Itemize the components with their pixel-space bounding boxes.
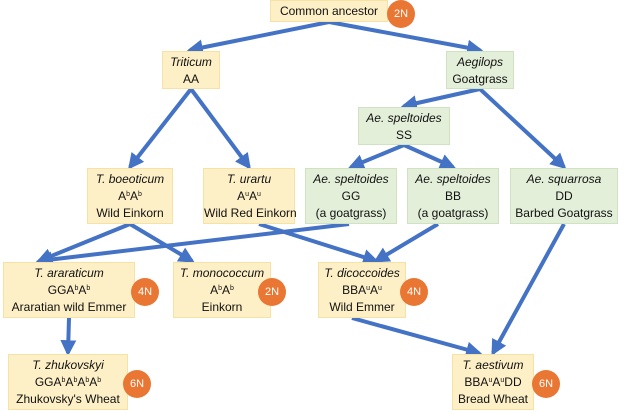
arrow-aegilops-to-squarrosa: [478, 87, 567, 170]
arrow-triticum-to-boeoticum: [128, 87, 193, 170]
ploidy-badge: 4N: [131, 278, 159, 306]
node-name: T. urartu: [226, 172, 272, 186]
ploidy-badge: 6N: [532, 370, 560, 398]
node-genome: AA: [182, 72, 199, 86]
node-name: Ae. squarrosa: [526, 172, 602, 186]
node-t-urartu: T. urartu AuAu Wild Red Einkorn: [203, 168, 297, 224]
node-name: T. dicoccoides: [324, 266, 400, 280]
arrow-triticum-to-urartu: [189, 87, 251, 170]
node-name: Ae. speltoides: [415, 172, 491, 186]
node-common-ancestor: Common ancestor: [270, 0, 388, 22]
node-common-name: Einkorn: [201, 300, 243, 314]
node-genome: GGAbAb: [47, 283, 91, 297]
node-name: Ae. speltoides: [313, 172, 389, 186]
node-common-name: Goatgrass: [452, 72, 508, 86]
ploidy-badge: 2N: [387, 0, 415, 28]
ploidy-badge: 6N: [123, 370, 151, 398]
node-genome: BBAuAu: [342, 283, 382, 297]
node-genome: BB: [444, 189, 461, 203]
node-ae-squarrosa: Ae. squarrosa DD Barbed Goatgrass: [510, 168, 618, 224]
node-t-araraticum: T. araraticum GGAbAb Araratian wild Emme…: [3, 262, 135, 318]
arrow-gg-to-araraticum: [35, 222, 350, 268]
node-genome: GGAbAbAbAb: [34, 375, 102, 389]
node-common-name: Barbed Goatgrass: [515, 206, 613, 220]
node-ae-speltoides-ss: Ae. speltoides SS: [358, 107, 450, 145]
arrow-araraticum-to-zhukovskyi: [60, 317, 77, 357]
node-common-name: Bread Wheat: [457, 392, 529, 406]
arrow-boeoticum-to-monococcum: [128, 222, 195, 263]
node-t-boeoticum: T. boeoticum AbAb Wild Einkorn: [87, 168, 173, 224]
node-common-name: Wild Red Einkorn: [204, 206, 297, 220]
node-t-zhukovskyi: T. zhukovskyi GGAbAbAbAb Zhukovsky's Whe…: [8, 354, 128, 410]
node-t-aestivum: T. aestivum BBAuAuDD Bread Wheat: [452, 354, 534, 410]
node-common-name: Wild Einkorn: [96, 206, 164, 220]
node-triticum: Triticum AA: [162, 51, 220, 89]
node-genome: AuAu: [237, 189, 261, 203]
arrow-ss-to-gg: [348, 143, 405, 170]
ploidy-badge: 2N: [258, 278, 286, 306]
node-name: Ae. speltoides: [366, 111, 442, 125]
arrow-urartu-to-dicoccoides: [258, 222, 380, 265]
node-genome: BBAuAuDD: [464, 375, 522, 389]
node-genome: AbAb: [210, 283, 234, 297]
node-name: T. zhukovskyi: [32, 358, 104, 372]
node-genome: GG: [341, 189, 361, 203]
arrow-bb-to-dicoccoides: [373, 222, 440, 263]
node-genome: AbAb: [118, 189, 142, 203]
arrow-ss-to-bb: [403, 143, 456, 170]
node-genome: SS: [395, 128, 412, 142]
node-name: Aegilops: [456, 55, 504, 69]
node-ae-speltoides-gg: Ae. speltoides GG (a goatgrass): [305, 168, 397, 224]
node-common-name: Wild Emmer: [329, 300, 395, 314]
node-t-dicoccoides: T. dicoccoides BBAuAu Wild Emmer: [318, 262, 406, 318]
arrow-squarrosa-to-aestivum: [491, 223, 566, 356]
node-common-name: (a goatgrass): [417, 206, 489, 220]
node-name: T. boeoticum: [95, 172, 165, 186]
node-common-name: (a goatgrass): [315, 206, 387, 220]
node-name: T. araraticum: [34, 266, 104, 280]
arrow-dicoccoides-to-aestivum: [351, 316, 483, 358]
node-name: T. monococcum: [179, 266, 265, 280]
node-common-name: Zhukovsky's Wheat: [16, 392, 120, 406]
node-t-monococcum: T. monococcum AbAb Einkorn: [173, 262, 271, 318]
arrow-ancestor-to-triticum: [186, 20, 330, 56]
ploidy-badge: 4N: [400, 278, 428, 306]
node-genome: DD: [555, 189, 573, 203]
arrow-aegilops-to-ss: [400, 87, 481, 112]
node-common-name: Araratian wild Emmer: [11, 300, 127, 314]
node-ae-speltoides-bb: Ae. speltoides BB (a goatgrass): [407, 168, 499, 224]
node-name: T. aestivum: [462, 358, 524, 372]
node-name: Triticum: [170, 55, 212, 69]
arrow-boeoticum-to-araraticum: [36, 222, 131, 264]
node-aegilops: Aegilops Goatgrass: [446, 51, 514, 89]
arrow-ancestor-to-aegilops: [328, 20, 484, 56]
node-name: Common ancestor: [279, 4, 379, 18]
